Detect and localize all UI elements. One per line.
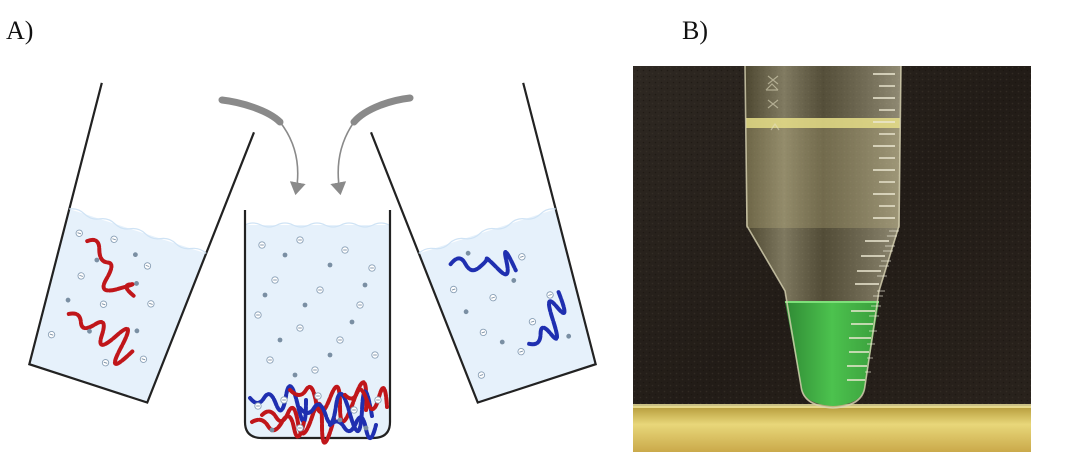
supernatant-layer: [746, 118, 900, 128]
panel-b-label: B): [682, 16, 708, 45]
cationic-polymer-chain: [66, 237, 137, 366]
beaker-right: [369, 82, 598, 404]
panel-a-label: A): [6, 16, 34, 45]
coacervate-phase: [248, 380, 389, 445]
shelf: [633, 406, 1031, 452]
beaker-mixed: [243, 210, 392, 445]
coacervate-photo: [633, 66, 1031, 452]
beaker-left: [27, 82, 256, 404]
anionic-polymer-chain: [448, 250, 567, 347]
pour-arrows: [218, 94, 414, 196]
coacervation-schematic: [27, 82, 598, 445]
graduation-marks: [847, 73, 895, 381]
tube-embossing: [765, 75, 780, 131]
centrifuge-tube: [744, 66, 902, 409]
